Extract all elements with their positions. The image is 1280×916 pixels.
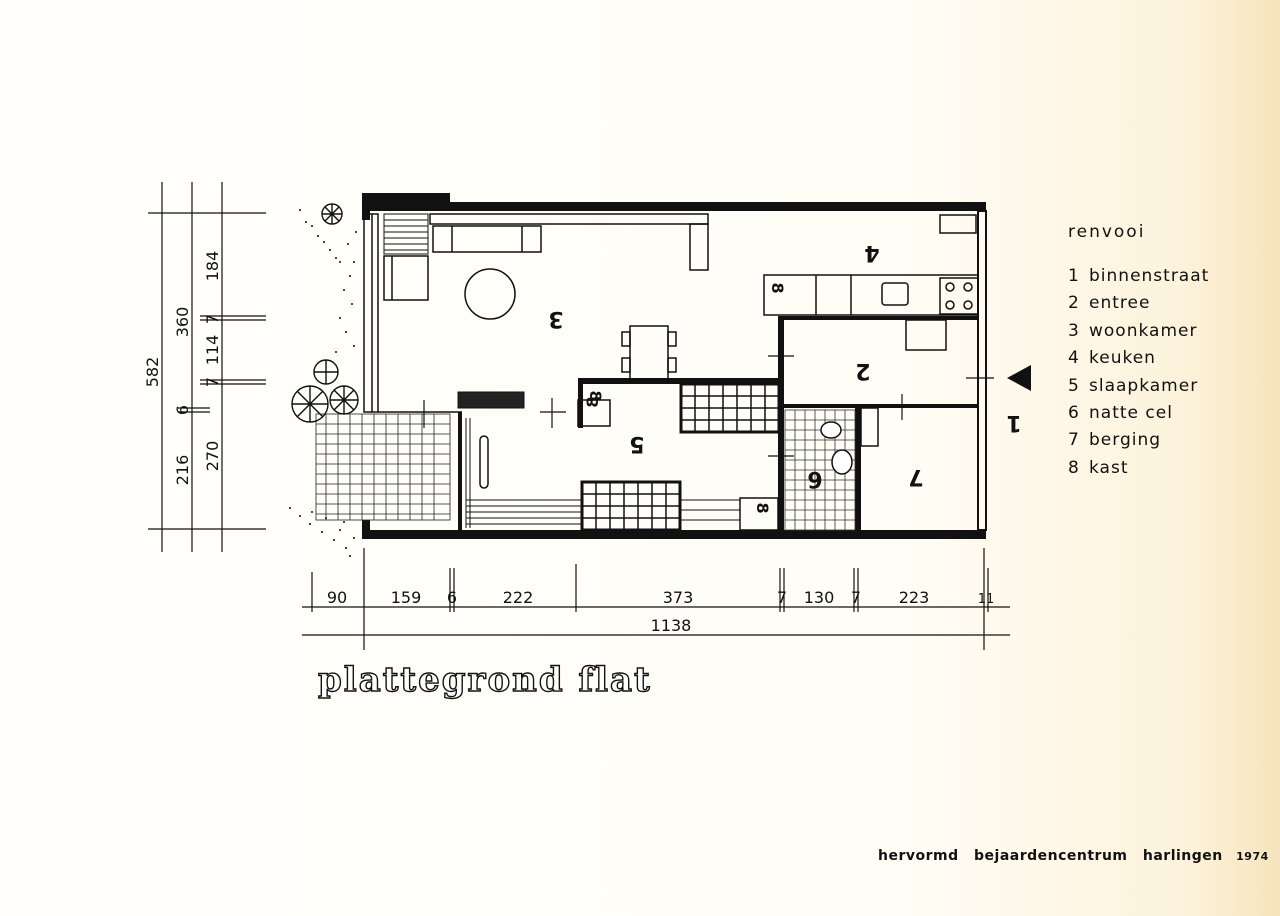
footer-caption: hervormd bejaardencentrum harlingen 1974 (878, 848, 1269, 864)
dim-h-8: 7 (851, 588, 861, 607)
planting-stipple (289, 209, 357, 557)
footer-place: harlingen (1142, 848, 1223, 864)
legend-title: renvooi (1068, 222, 1146, 242)
legend-item-number: 5 (1068, 375, 1080, 396)
dim-h-6: 7 (777, 588, 787, 607)
room-label-kast-d: 8 (583, 396, 602, 407)
legend-item-label: binnenstraat (1089, 266, 1210, 286)
dim-v-216: 216 (173, 455, 192, 486)
dim-h-7: 130 (804, 588, 835, 607)
legend-item: 7 berging (1068, 427, 1209, 454)
plant-icons (291, 203, 359, 423)
outer-walls (362, 193, 987, 539)
bookshelf-hatching (383, 213, 525, 409)
dim-v-7a: 7 (203, 314, 222, 324)
dim-v-114: 114 (203, 335, 222, 366)
glazed-facade (363, 213, 462, 413)
legend-item-label: berging (1089, 430, 1162, 451)
dim-h-total: 1138 (651, 616, 692, 635)
door-swings (423, 346, 994, 457)
legend-item-number: 7 (1068, 430, 1080, 451)
legend-item-number: 6 (1068, 402, 1080, 423)
room-label-berging: 7 (908, 464, 923, 489)
legend-item-number: 1 (1068, 266, 1080, 286)
legend-item-number: 4 (1068, 348, 1080, 369)
dim-h-1: 90 (327, 588, 347, 607)
legend-item: 8 kast (1068, 455, 1209, 482)
legend-item-number: 3 (1068, 320, 1080, 341)
room-label-keuken: 4 (864, 240, 879, 265)
stove-icon (939, 277, 979, 315)
wardrobe-grids (580, 382, 781, 532)
room-label-binnenstraat: 1 (1006, 410, 1021, 435)
footer-building: bejaardencentrum (974, 848, 1128, 864)
dim-h-2: 159 (391, 588, 422, 607)
dim-h-9: 223 (899, 588, 930, 607)
legend-item-label: entree (1089, 293, 1151, 314)
plan-title: plattegrond flat (317, 659, 652, 700)
room-label-kast-b: 8 (586, 390, 605, 401)
dim-v-7b: 7 (203, 377, 222, 387)
legend-item-label: keuken (1089, 348, 1156, 369)
legend-item: 1 binnenstraat (1068, 263, 1209, 290)
dimension-lines (148, 182, 1010, 650)
room-label-kast-a: 8 (768, 282, 787, 293)
legend-item: 4 keuken (1068, 345, 1209, 372)
bathroom-tiles (784, 409, 856, 531)
dim-v-270: 270 (203, 441, 222, 472)
legend-item-label: kast (1089, 457, 1129, 478)
dim-h-10: 11 (978, 592, 995, 607)
legend-item-number: 8 (1068, 457, 1080, 478)
horizontal-dimension-labels: 90 159 6 222 373 7 130 7 223 11 1138 (327, 588, 994, 635)
balcony-tiles (315, 413, 451, 521)
dim-v-582: 582 (143, 357, 162, 388)
legend-item: 3 woonkamer (1068, 318, 1209, 345)
entrance-arrow-icon (1007, 365, 1031, 391)
room-label-woonkamer: 3 (548, 306, 563, 331)
interior-walls (458, 316, 979, 530)
legend-item-label: woonkamer (1089, 320, 1198, 341)
dim-v-360: 360 (173, 307, 192, 338)
legend-item: 5 slaapkamer (1068, 373, 1209, 400)
dim-h-5: 373 (663, 588, 694, 607)
legend-item: 2 entree (1068, 290, 1209, 317)
room-label-kast-c: 8 (753, 502, 772, 513)
room-label-entree: 2 (855, 358, 870, 383)
bed-hatching (465, 418, 740, 528)
legend-item: 6 natte cel (1068, 400, 1209, 427)
legend-renvooi: renvooi 1 binnenstraat 2 entree 3 woonkamer… (1068, 222, 1209, 482)
dim-v-6: 6 (173, 405, 192, 415)
room-label-slaapkamer: 5 (629, 431, 644, 456)
legend-item-label: natte cel (1089, 402, 1173, 423)
legend-item-label: slaapkamer (1089, 375, 1199, 396)
interior-lines (383, 213, 979, 531)
dim-v-184: 184 (203, 251, 222, 282)
footer-year: 1974 (1236, 850, 1269, 863)
room-numbers: 3 4 5 2 6 7 1 8 8 8 8 (548, 240, 1021, 514)
legend-item-number: 2 (1068, 293, 1080, 314)
dim-h-3: 6 (447, 588, 457, 607)
footer-organisation: hervormd (878, 848, 959, 864)
dim-h-4: 222 (503, 588, 534, 607)
room-label-natte-cel: 6 (807, 466, 822, 491)
vertical-dimension-labels: 184 7 114 7 270 360 6 216 582 (143, 251, 222, 486)
